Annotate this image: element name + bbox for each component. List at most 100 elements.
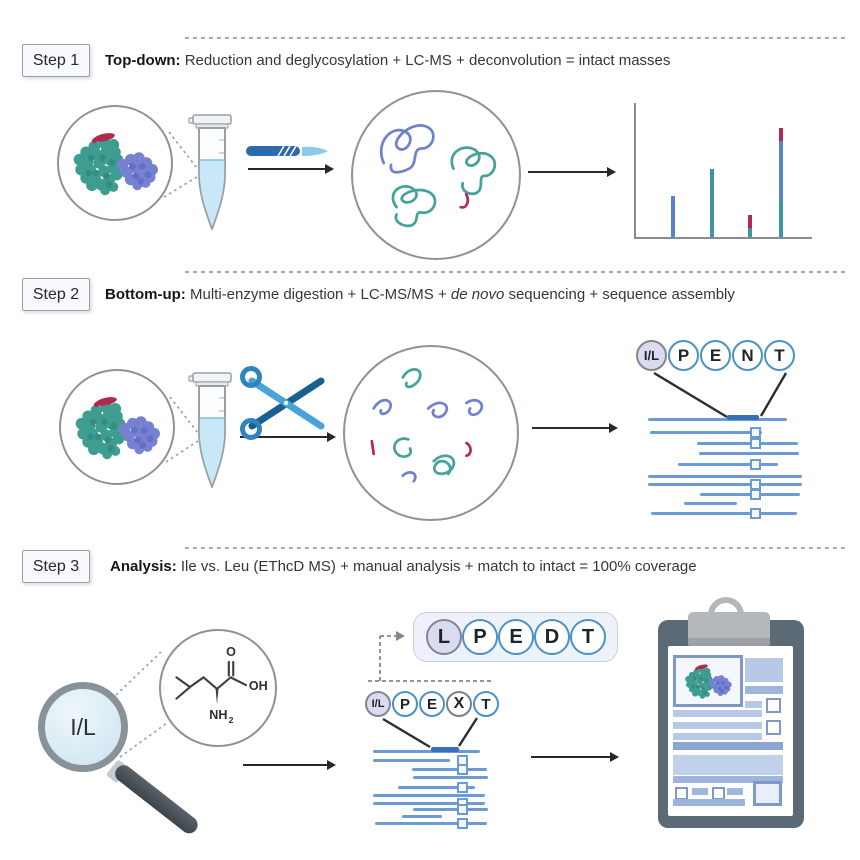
coverage-line bbox=[413, 776, 488, 779]
coverage-line bbox=[402, 815, 442, 818]
protein-icon bbox=[68, 389, 166, 465]
arrow-right-icon bbox=[531, 752, 619, 762]
sequence-letter: T bbox=[570, 619, 606, 655]
coverage-line bbox=[699, 452, 799, 455]
report-text-bar bbox=[692, 788, 708, 795]
coverage-line bbox=[650, 431, 762, 434]
step2-label: Step 2 bbox=[32, 285, 80, 303]
scissors-icon bbox=[240, 366, 325, 440]
report-checkbox bbox=[766, 720, 781, 735]
coverage-line bbox=[412, 768, 487, 771]
sequence-letter: I/L bbox=[636, 340, 667, 371]
coverage-line bbox=[684, 502, 737, 505]
report-text-bar bbox=[673, 710, 762, 717]
step3-label: Step 3 bbox=[32, 557, 80, 575]
section-divider bbox=[185, 547, 848, 549]
step3-title: Analysis: Ile vs. Leu (EThcD MS) + manua… bbox=[110, 558, 697, 575]
step1-title: Top-down: Reduction and deglycosylation … bbox=[105, 52, 671, 69]
sequence-letter: E bbox=[419, 691, 445, 717]
report-text-bar bbox=[673, 799, 745, 806]
matched-segment bbox=[431, 747, 459, 752]
coverage-line bbox=[697, 442, 798, 445]
glyco-site-marker bbox=[750, 489, 761, 500]
spectrum-peak bbox=[671, 196, 675, 237]
report-paper bbox=[668, 646, 793, 816]
microcentrifuge-tube-icon bbox=[186, 110, 238, 236]
report-image-placeholder bbox=[753, 781, 782, 806]
sequence-letter: P bbox=[668, 340, 699, 371]
report-text-bar bbox=[673, 733, 762, 740]
coverage-line bbox=[373, 759, 450, 762]
report-checkbox bbox=[766, 698, 781, 713]
protein-icon bbox=[66, 125, 164, 201]
sequence-letter: P bbox=[462, 619, 498, 655]
spectrum-peak bbox=[710, 169, 714, 237]
sequence-letter: T bbox=[473, 691, 499, 717]
sequence-letter: E bbox=[700, 340, 731, 371]
section-divider bbox=[185, 37, 848, 39]
spectrum-axis bbox=[634, 237, 812, 239]
report-text-bar bbox=[727, 788, 743, 795]
arrow-right-icon bbox=[240, 432, 336, 442]
report-text-bar bbox=[745, 701, 762, 708]
peptide-fragments-icon bbox=[350, 352, 512, 514]
microcentrifuge-tube-icon bbox=[186, 368, 238, 494]
coverage-line bbox=[648, 475, 802, 478]
leucine-structure-icon: O OH NH 2 bbox=[175, 645, 268, 725]
spectrum-peak bbox=[779, 128, 783, 237]
sequence-letter: P bbox=[392, 691, 418, 717]
step1-label: Step 1 bbox=[32, 51, 80, 69]
section-divider bbox=[185, 271, 848, 273]
hydroxyl-label: OH bbox=[249, 679, 268, 693]
oxygen-label: O bbox=[226, 645, 236, 659]
spectrum-peak-segment bbox=[748, 227, 752, 237]
amine-sub-label: 2 bbox=[229, 715, 234, 725]
spectrum-peak bbox=[748, 215, 752, 237]
sequence-letter: X bbox=[446, 691, 472, 717]
glyco-site-marker bbox=[457, 764, 468, 775]
protein-icon bbox=[679, 660, 737, 702]
sequence-letter: D bbox=[534, 619, 570, 655]
sequence-letter: T bbox=[764, 340, 795, 371]
arrow-right-icon bbox=[248, 164, 334, 174]
spectrum-peak-segment bbox=[748, 215, 752, 228]
coverage-line bbox=[398, 786, 475, 789]
coverage-line bbox=[375, 822, 487, 825]
sequence-letter: I/L bbox=[365, 691, 391, 717]
step1-intact-chains-circle bbox=[351, 90, 521, 260]
sequence-letter: E bbox=[498, 619, 534, 655]
spectrum-peak-segment bbox=[779, 128, 783, 142]
spectrum-peak-segment bbox=[710, 169, 714, 237]
report-text-bar bbox=[745, 686, 783, 694]
matched-segment bbox=[727, 415, 759, 420]
step2-peptide-circle bbox=[343, 345, 519, 521]
report-text-bar bbox=[673, 722, 762, 729]
coverage-line bbox=[678, 463, 778, 466]
glyco-site-marker bbox=[750, 459, 761, 470]
amine-label: NH bbox=[209, 708, 227, 722]
step3-label-box: Step 3 bbox=[22, 550, 90, 583]
arrow-right-icon bbox=[532, 423, 618, 433]
arrow-right-icon bbox=[243, 760, 336, 770]
step2-protein-circle bbox=[59, 369, 175, 485]
magnifier-handle bbox=[111, 761, 202, 837]
spectrum-peak-segment bbox=[671, 196, 675, 237]
sequence-letter: N bbox=[732, 340, 763, 371]
step2-label-box: Step 2 bbox=[22, 278, 90, 311]
sequence-letter: L bbox=[426, 619, 462, 655]
coverage-line bbox=[648, 418, 787, 421]
report-protein-image bbox=[673, 655, 743, 707]
glyco-site-marker bbox=[457, 804, 468, 815]
coverage-line bbox=[373, 794, 485, 797]
report-block bbox=[673, 755, 783, 775]
dashed-arrowhead-icon bbox=[396, 631, 405, 641]
step1-protein-circle bbox=[57, 105, 173, 221]
spectrum-peak-segment bbox=[779, 198, 783, 237]
spectrum-axis bbox=[634, 103, 636, 239]
protein-chains-icon bbox=[358, 97, 514, 253]
step1-label-box: Step 1 bbox=[22, 44, 90, 77]
magnifier-icon: I/L bbox=[38, 682, 128, 772]
leucine-structure-circle: O OH NH 2 bbox=[159, 629, 277, 747]
